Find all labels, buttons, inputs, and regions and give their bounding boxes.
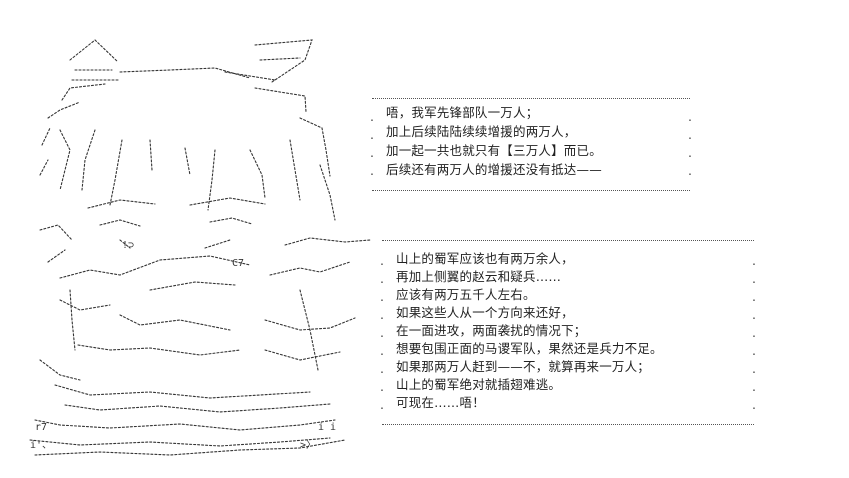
box-border-top: [372, 98, 690, 100]
dialogue-line: 山上的蜀军绝对就插翅难逃。: [396, 377, 562, 392]
dialogue-box-2: . . . . . . . . . . . . . . . . . . 山上的蜀…: [380, 240, 756, 426]
svg-text:r7: r7: [35, 422, 47, 433]
box-border-top: [382, 240, 754, 242]
dialogue-line: 加上后续陆陆续续增援的两万人，: [386, 124, 577, 139]
dialogue-box-1: . . . . . . . . 唔，我军先锋部队一万人； 加上后续陆陆续续增援的…: [370, 98, 692, 192]
dialogue-line: 应该有两万五千人左右。: [396, 287, 536, 302]
dialogue-line: 后续还有两万人的增援还没有抵达——: [386, 162, 602, 177]
dialogue-line: 再加上侧翼的赵云和疑兵……: [396, 269, 562, 284]
svg-text:!⊃: !⊃: [122, 240, 134, 251]
dialogue-line: 想要包围正面的马谡军队，果然还是兵力不足。: [396, 341, 663, 356]
svg-text:i'、: i'、: [30, 440, 52, 451]
dialogue-line: 如果那两万人赶到——不，就算再来一万人；: [396, 359, 651, 374]
dialogue-line: 在一面进攻，两面袭扰的情况下；: [396, 323, 587, 338]
dialogue-line: 唔，我军先锋部队一万人；: [386, 105, 539, 120]
svg-text:C7: C7: [232, 258, 244, 269]
dialogue-line: 山上的蜀军应该也有两万余人，: [396, 251, 574, 266]
svg-text:i i: i i: [318, 422, 336, 433]
svg-text:>〉: >〉: [300, 439, 316, 451]
box-border-bottom: [372, 190, 690, 192]
dialogue-line: 可现在……唔！: [396, 395, 485, 410]
dialogue-line: 加一起一共也就只有【三万人】而已。: [386, 143, 602, 158]
box-border-bottom: [382, 424, 754, 426]
dialogue-line: 如果这些人从一个方向来还好，: [396, 305, 574, 320]
